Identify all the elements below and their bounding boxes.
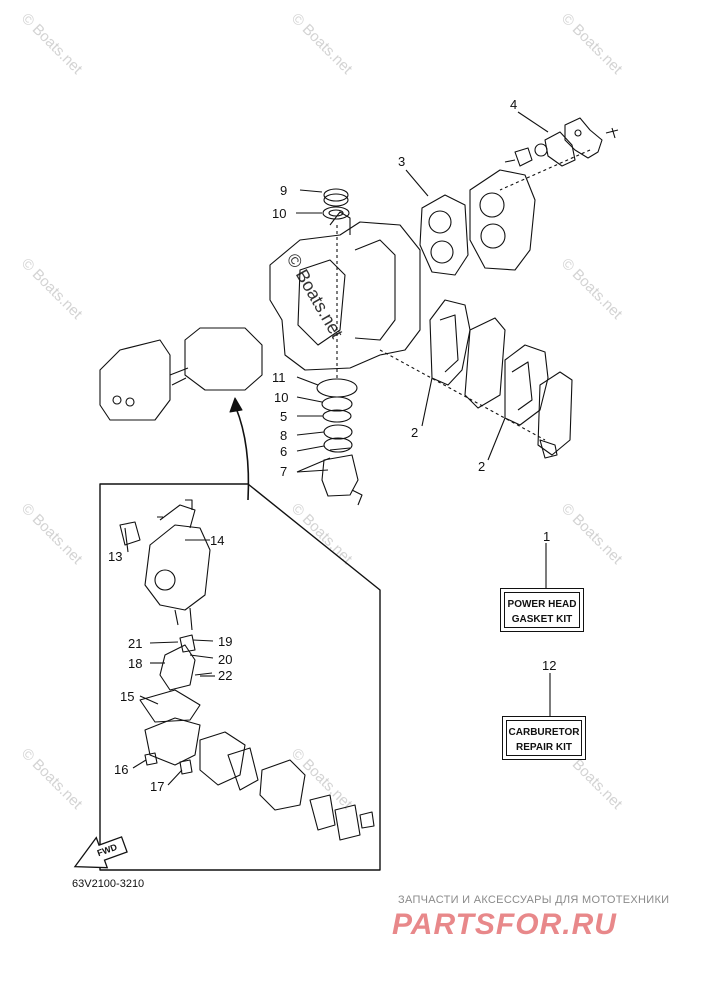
callout-number: 12: [542, 658, 557, 673]
callout-number: 8: [280, 428, 288, 443]
callout-number: 9: [280, 183, 288, 198]
callout-number: 10: [274, 390, 289, 405]
fwd-arrow-icon: [73, 836, 128, 869]
kit-line: GASKET KIT: [511, 613, 573, 625]
callout-number: 7: [280, 464, 288, 479]
callout-number: 2: [411, 425, 419, 440]
callout-number: 19: [218, 634, 233, 649]
callout-number: 16: [114, 762, 129, 777]
callout-number: 6: [280, 444, 288, 459]
diagram-code: 63V2100-3210: [72, 878, 145, 890]
callout-number: 14: [210, 533, 225, 548]
carburetor-body-part: [119, 499, 375, 841]
callout-number: 17: [150, 779, 165, 794]
crankcase-part: [269, 211, 421, 371]
thermostat-cover-part: [504, 117, 619, 167]
callout-number: 20: [218, 652, 233, 667]
brand-subtitle: ЗАПЧАСТИ И АКСЕССУАРЫ ДЛЯ МОТОТЕХНИКИ: [398, 894, 670, 906]
callout-number: 11: [272, 370, 286, 385]
seal-top-part: [322, 188, 350, 220]
carburetor-enclosure: [99, 483, 381, 871]
cylinder-head-cover-part: [419, 169, 536, 276]
callout-number: 15: [120, 689, 135, 704]
callout-number: 5: [280, 409, 288, 424]
kit-line: CARBURETOR: [508, 727, 580, 738]
callout-number: 21: [128, 636, 143, 651]
callout-number: 2: [478, 459, 486, 474]
carburetor-repair-kit-label: CARBURETOR REPAIR KIT: [502, 716, 586, 760]
intake-silencer-part: [99, 327, 263, 421]
callout-number: 18: [128, 656, 143, 671]
callout-number: 1: [543, 529, 551, 544]
kit-line: POWER HEAD: [507, 599, 577, 610]
callout-number: 10: [272, 206, 287, 221]
brand-logo: PARTSFOR.RU: [392, 908, 617, 941]
intake-gasket-part: [429, 299, 573, 459]
callout-number: 13: [108, 549, 123, 564]
callout-number: 3: [398, 154, 406, 169]
lower-seal-stack-part: [316, 378, 363, 506]
kit-line: REPAIR KIT: [516, 741, 572, 753]
power-head-gasket-kit-label: POWER HEAD GASKET KIT: [500, 588, 584, 632]
callout-number: 22: [218, 668, 233, 683]
callout-number: 4: [510, 97, 518, 112]
